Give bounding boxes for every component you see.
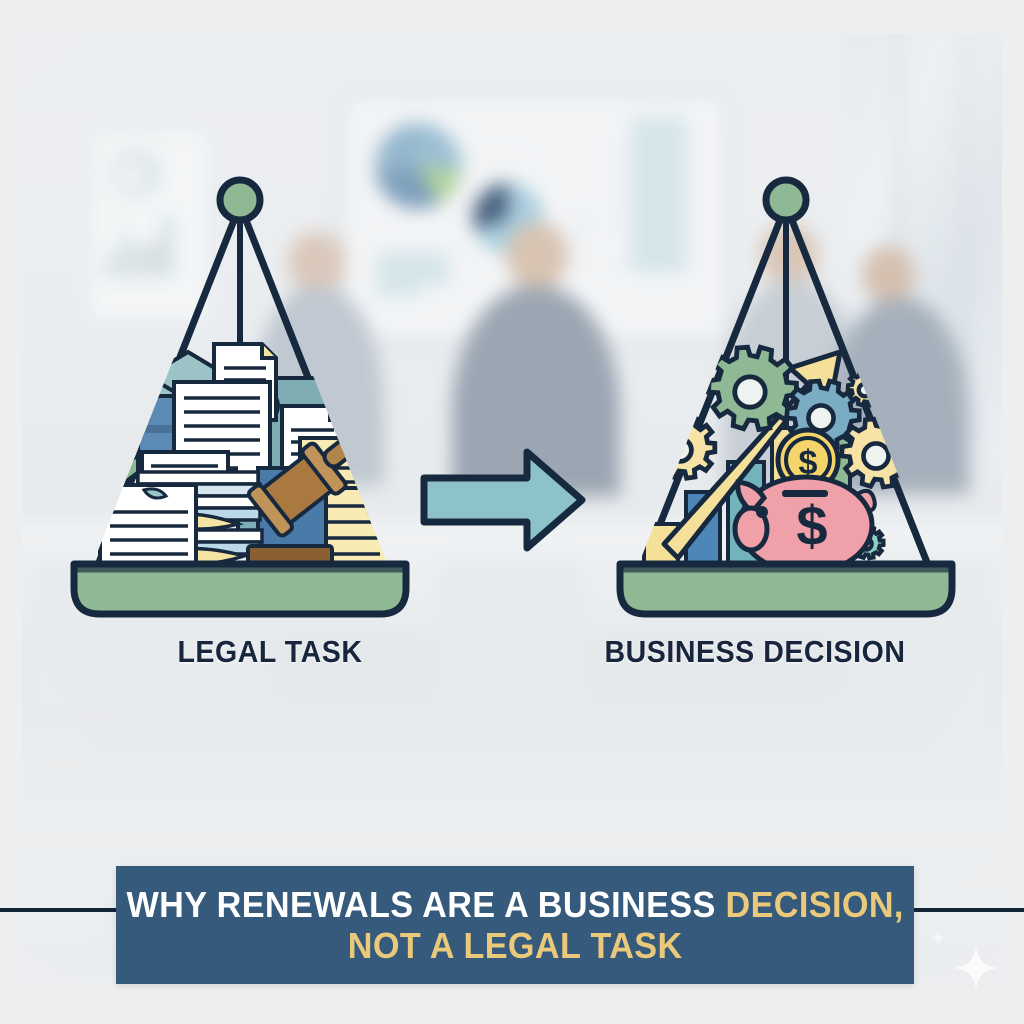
bottom-margin (0, 978, 1024, 1024)
transition-arrow-icon (420, 448, 586, 552)
scale-knob-right (762, 176, 810, 224)
gear-icon (649, 416, 715, 478)
sparkle-icon (954, 946, 998, 990)
scale-left (70, 176, 410, 618)
piggy-bank-icon: $ (732, 474, 877, 566)
banner-line-2: NOT A LEGAL TASK (348, 925, 683, 966)
right-margin (1002, 0, 1024, 1024)
title-banner: WHY RENEWALS ARE A BUSINESS DECISION, NO… (116, 866, 914, 984)
banner-line-1: WHY RENEWALS ARE A BUSINESS DECISION, (126, 884, 903, 925)
business-growth-group: $ $ (642, 347, 915, 566)
svg-text:$: $ (799, 444, 818, 482)
scale-label-left: LEGAL TASK (177, 634, 363, 669)
banner-text-highlight-1: DECISION, (725, 883, 904, 925)
scale-pan-right (616, 560, 956, 618)
legal-documents-pile (92, 342, 388, 566)
gear-icon (848, 372, 884, 406)
left-margin (0, 0, 22, 1024)
banner-text-highlight-2: NOT A LEGAL TASK (347, 925, 683, 966)
gear-icon (708, 347, 796, 429)
scale-pan-left (70, 560, 410, 618)
scale-right: $ $ (616, 176, 956, 618)
gear-icon (842, 419, 915, 487)
svg-text:$: $ (796, 494, 827, 557)
banner-text-white: WHY RENEWALS ARE A BUSINESS (126, 883, 726, 925)
scale-knob-left (216, 176, 264, 224)
scale-label-right: BUSINESS DECISION (604, 634, 906, 669)
sparkle-small-icon (930, 930, 946, 946)
top-margin (0, 0, 1024, 34)
